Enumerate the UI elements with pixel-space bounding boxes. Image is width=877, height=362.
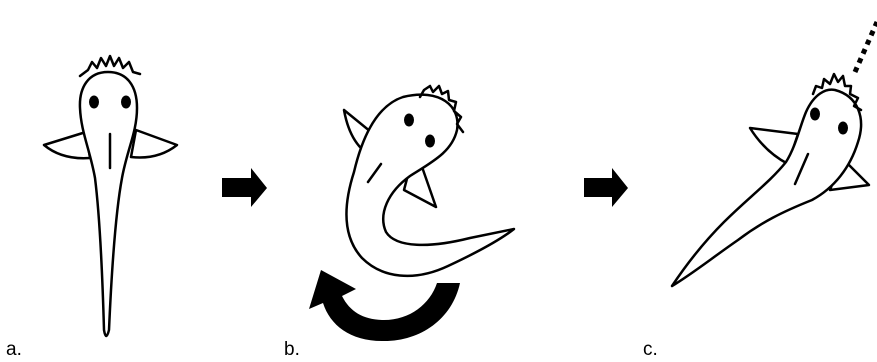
larva-b-body	[345, 93, 516, 278]
larva-c-eye-left	[810, 107, 820, 121]
right-arrow-icon	[222, 168, 267, 207]
larva-c-midline	[793, 152, 810, 186]
larva-a-body	[78, 70, 139, 338]
trajectory-dotted-line	[852, 20, 877, 74]
larva-a-eye-right	[121, 95, 131, 109]
larva-c-crown	[811, 72, 863, 112]
larva-b	[342, 84, 516, 278]
curved-arrow-icon	[309, 270, 460, 342]
panel-label-b: b.	[284, 339, 300, 360]
right-arrow-icon	[584, 168, 628, 207]
larva-b-midline	[366, 162, 383, 184]
larva-a-crown	[78, 54, 142, 78]
larva-a-right-fin	[129, 128, 179, 159]
larva-c-eye-right	[838, 121, 848, 135]
larva-a-left-fin	[42, 130, 92, 160]
larva-c-body	[670, 88, 863, 288]
larva-a	[42, 54, 179, 338]
larva-b-crown	[418, 84, 465, 134]
larva-a-eye-left	[89, 95, 99, 109]
larva-b-eye-left	[404, 113, 414, 127]
larva-c	[670, 72, 871, 288]
panel-label-c: c.	[643, 339, 658, 360]
larva-b-eye-right	[425, 134, 435, 148]
panel-label-a: a.	[6, 339, 22, 360]
